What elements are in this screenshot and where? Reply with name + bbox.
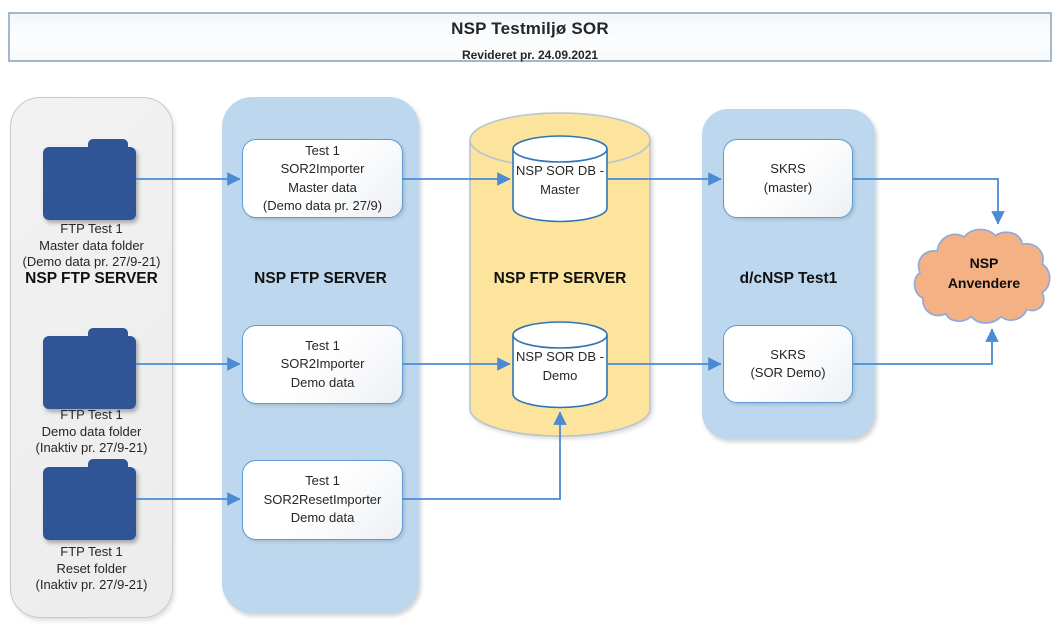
folder-label-line: FTP Test 1 <box>60 221 123 236</box>
database-label-line: Master <box>540 182 580 197</box>
database-node-master: NSP SOR DB - Master <box>512 135 608 223</box>
folder-label-line: Demo data folder <box>41 423 142 439</box>
folder-label-line: (Inaktiv pr. 27/9-21) <box>35 440 148 455</box>
node-line: SOR2Importer <box>280 356 365 372</box>
database-label-line: NSP SOR DB - <box>516 163 604 178</box>
node-line: Test 1 <box>305 142 340 158</box>
importer-node-reset: Test 1 SOR2ResetImporter Demo data <box>242 460 403 540</box>
database-cylinder-icon <box>512 321 608 409</box>
node-line: (SOR Demo) <box>750 365 826 380</box>
node-line: SKRS <box>770 346 806 362</box>
folder-label-line: (Demo data pr. 27/9-21) <box>22 254 161 269</box>
folder-icon <box>43 139 136 220</box>
diagram-title: NSP Testmiljø SOR <box>451 19 609 38</box>
node-line: Master data <box>288 179 357 195</box>
folder-label-line: Master data folder <box>39 237 144 253</box>
folder-label-line: (Inaktiv pr. 27/9-21) <box>35 577 148 592</box>
nsp-users-cloud: NSP Anvendere <box>913 222 1055 326</box>
cloud-icon <box>913 228 1051 324</box>
database-label-line: NSP SOR DB - <box>516 349 604 364</box>
database-panel-title: NSP FTP SERVER <box>493 270 627 287</box>
node-line: (master) <box>763 179 813 195</box>
database-node-demo: NSP SOR DB - Demo <box>512 321 608 409</box>
dcnsp-panel-title: d/cNSP Test1 <box>739 270 838 287</box>
skrs-node-master: SKRS (master) <box>723 139 853 218</box>
node-line: Demo data <box>290 374 355 390</box>
cloud-label-line: NSP <box>969 255 999 271</box>
node-line: SOR2ResetImporter <box>263 491 382 507</box>
folder-icon <box>43 459 136 540</box>
database-label: NSP SOR DB - Demo <box>512 347 608 385</box>
importer-panel-title: NSP FTP SERVER <box>254 270 387 287</box>
folder-label-line: FTP Test 1 <box>60 407 123 422</box>
node-line: (Demo data pr. 27/9) <box>262 198 383 213</box>
folder-label: FTP Test 1 Demo data folder (Inaktiv pr.… <box>10 407 173 457</box>
node-line: Test 1 <box>305 337 340 353</box>
folder-icon <box>43 328 136 409</box>
node-line: SKRS <box>770 161 806 176</box>
importer-node-master: Test 1 SOR2Importer Master data (Demo da… <box>242 139 403 218</box>
cloud-label-line: Anvendere <box>947 275 1021 291</box>
node-line: Demo data <box>290 510 355 526</box>
skrs-node-sor-demo: SKRS (SOR Demo) <box>723 325 853 403</box>
folder-label: FTP Test 1 Reset folder (Inaktiv pr. 27/… <box>10 544 173 594</box>
folder-label-line: Reset folder <box>56 560 127 576</box>
diagram-revision-date: Revideret pr. 24.09.2021 <box>461 48 599 62</box>
database-cylinder-icon <box>512 135 608 223</box>
cloud-label: NSP Anvendere <box>913 253 1055 293</box>
database-label-line: Demo <box>542 368 578 383</box>
folder-label: FTP Test 1 Master data folder (Demo data… <box>10 221 173 271</box>
diagram-title-banner: NSP Testmiljø SOR Revideret pr. 24.09.20… <box>8 12 1052 62</box>
importer-node-demo: Test 1 SOR2Importer Demo data <box>242 325 403 404</box>
ftp-source-panel-title: NSP FTP SERVER <box>25 270 158 287</box>
folder-label-line: FTP Test 1 <box>60 544 123 559</box>
database-label: NSP SOR DB - Master <box>512 161 608 199</box>
node-line: Test 1 <box>305 473 340 489</box>
node-line: SOR2Importer <box>280 161 365 176</box>
